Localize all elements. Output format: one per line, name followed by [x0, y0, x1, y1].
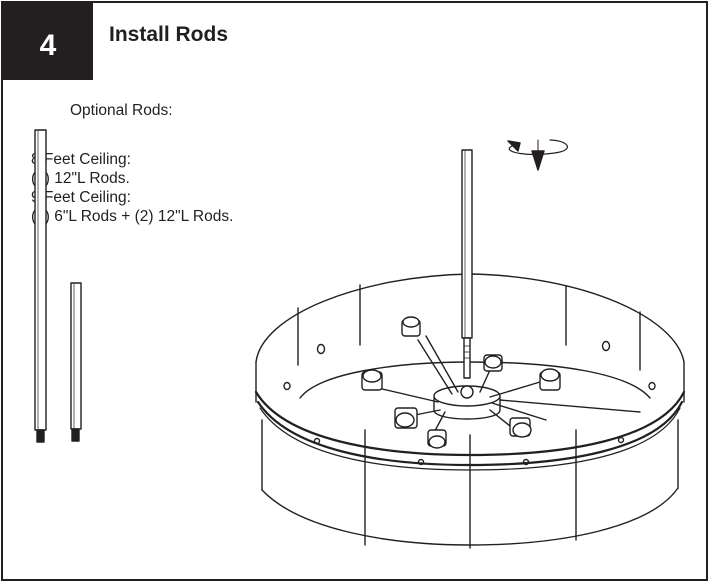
- step-number-box: 4: [3, 3, 93, 80]
- optional-rods-heading: Optional Rods:: [70, 102, 173, 119]
- rotate-arrow-icon: [507, 139, 568, 171]
- rods-note-line-1: 8 Feet Ceiling:: [31, 151, 131, 168]
- rods-note-line-4: (2) 6"L Rods + (2) 12"L Rods.: [31, 208, 234, 225]
- rods-note-line-2: (2) 12"L Rods.: [31, 170, 130, 187]
- step-number: 4: [39, 28, 57, 62]
- rod-12in-icon: [34, 129, 47, 443]
- step-title: Install Rods: [109, 23, 229, 46]
- chandelier-drum-fixture: [254, 149, 686, 549]
- rods-note-line-3: 9 Feet Ceiling:: [31, 189, 131, 206]
- rod-6in-icon: [70, 282, 82, 442]
